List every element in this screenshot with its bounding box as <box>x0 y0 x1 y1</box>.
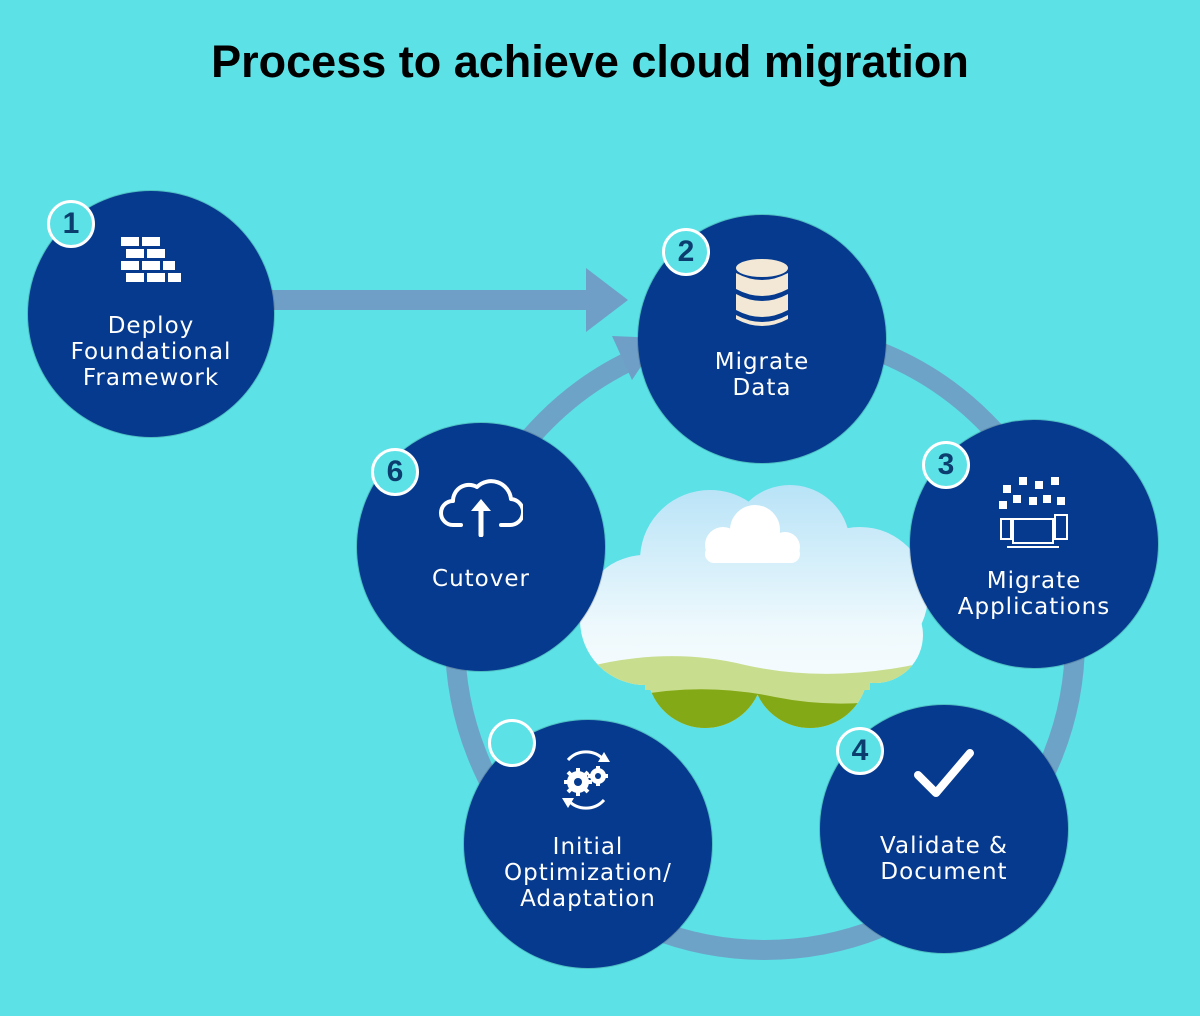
devices-apps-icon <box>999 477 1068 548</box>
database-icon <box>736 259 788 326</box>
step-label: Initial Optimization/ Adaptation <box>504 834 672 912</box>
cloud-landscape-icon <box>580 485 928 728</box>
step-label: Migrate Applications <box>957 568 1111 620</box>
brick-wall-icon <box>121 237 181 282</box>
step-number-badge: 4 <box>836 727 884 775</box>
step-label: Validate & Document <box>880 833 1008 885</box>
gears-cycle-icon <box>562 750 610 810</box>
step-label: Deploy Foundational Framework <box>70 313 232 391</box>
step-number-badge: 6 <box>371 448 419 496</box>
step-number-badge: 2 <box>662 228 710 276</box>
step-number-badge: 3 <box>922 441 970 489</box>
checkmark-icon <box>914 749 974 797</box>
arrow-step1-to-step2 <box>268 268 628 332</box>
cloud-upload-icon <box>439 479 523 537</box>
step-label: Cutover <box>432 566 530 592</box>
step-number-badge: 1 <box>47 200 95 248</box>
page-title: Process to achieve cloud migration <box>211 36 969 87</box>
step-number-badge <box>488 719 536 767</box>
step-label: Migrate Data <box>714 349 810 401</box>
